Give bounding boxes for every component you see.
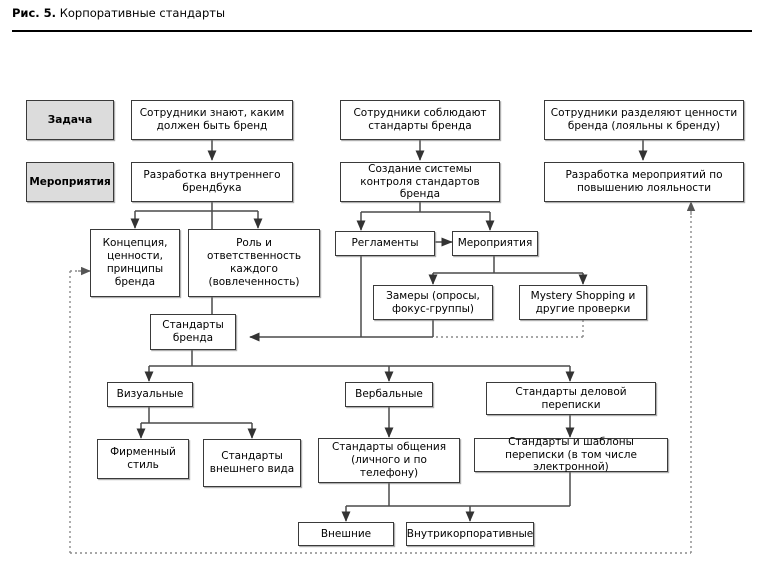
node-appearance-standards[interactable]: Стандарты внешнего вида bbox=[203, 439, 301, 487]
node-label: Внутрикорпоративные bbox=[406, 527, 534, 540]
row-label-task: Задача bbox=[26, 100, 114, 140]
node-activities[interactable]: Мероприятия bbox=[452, 231, 538, 256]
node-label: Стандарты деловой переписки bbox=[515, 385, 627, 411]
node-visual[interactable]: Визуальные bbox=[107, 382, 193, 407]
node-label: Вербальные bbox=[355, 388, 423, 401]
node-communication-standards[interactable]: Стандарты общения (личного и по телефону… bbox=[318, 438, 460, 483]
node-label: Стандарты внешнего вида bbox=[209, 450, 295, 475]
node-role-responsibility[interactable]: Роль и ответственность каждого (вовлечен… bbox=[188, 229, 320, 297]
node-create-control-system[interactable]: Создание системы контроля стандартов бре… bbox=[340, 162, 500, 202]
node-label: Замеры (опросы, фокус-группы) bbox=[386, 289, 480, 315]
row-label-activities: Мероприятия bbox=[26, 162, 114, 202]
node-correspondence-templates[interactable]: Стандарты и шаблоны переписки (в том чис… bbox=[474, 435, 668, 474]
figure-title: Корпоративные стандарты bbox=[59, 6, 226, 20]
node-label: Регламенты bbox=[351, 237, 419, 250]
node-label: Создание системы контроля стандартов бре… bbox=[360, 162, 480, 201]
node-label: Стандарты общения (личного и по телефону… bbox=[331, 441, 447, 479]
header-rule bbox=[12, 30, 752, 32]
node-employees-share-values[interactable]: Сотрудники разделяют ценности бренда (ло… bbox=[544, 100, 744, 140]
row-label-activities-text: Мероприятия bbox=[29, 175, 111, 188]
node-verbal[interactable]: Вербальные bbox=[345, 382, 433, 407]
node-label: Разработка внутреннего брендбука bbox=[143, 169, 281, 194]
node-label: Роль и ответственность каждого (вовлечен… bbox=[206, 236, 302, 289]
node-develop-loyalty-activities[interactable]: Разработка мероприятий по повышению лоял… bbox=[544, 162, 744, 202]
node-label: Сотрудники разделяют ценности бренда (ло… bbox=[550, 107, 738, 132]
node-label: Внешние bbox=[320, 527, 372, 540]
node-label: Фирменный стиль bbox=[110, 446, 176, 471]
node-label: Стандарты и шаблоны переписки (в том чис… bbox=[505, 435, 637, 474]
node-employees-know-brand[interactable]: Сотрудники знают, каким должен быть брен… bbox=[131, 100, 293, 140]
node-intracorporate[interactable]: Внутрикорпоративные bbox=[406, 522, 534, 546]
node-label: Концепция, ценности, принципы бренда bbox=[102, 236, 168, 289]
node-label: Визуальные bbox=[116, 388, 184, 401]
node-mystery-shopping[interactable]: Mystery Shopping и другие проверки bbox=[519, 285, 647, 320]
node-label: Стандарты бренда bbox=[162, 319, 224, 344]
figure-caption: Рис. 5. Корпоративные стандарты bbox=[12, 6, 225, 20]
node-label: Сотрудники знают, каким должен быть брен… bbox=[139, 107, 285, 132]
row-label-task-text: Задача bbox=[47, 113, 93, 126]
node-label: Разработка мероприятий по повышению лоял… bbox=[565, 169, 723, 194]
node-business-correspondence-standards[interactable]: Стандарты деловой переписки bbox=[486, 382, 656, 415]
node-employees-follow-standards[interactable]: Сотрудники соблюдают стандарты бренда bbox=[340, 100, 500, 140]
node-label: Сотрудники соблюдают стандарты бренда bbox=[353, 107, 487, 132]
node-brand-standards[interactable]: Стандарты бренда bbox=[150, 314, 236, 350]
node-regulations[interactable]: Регламенты bbox=[335, 231, 435, 256]
node-label: Мероприятия bbox=[457, 237, 533, 250]
figure-number: Рис. 5. bbox=[12, 6, 57, 20]
node-measurements[interactable]: Замеры (опросы, фокус-группы) bbox=[373, 285, 493, 320]
node-corporate-style[interactable]: Фирменный стиль bbox=[97, 439, 189, 479]
node-external[interactable]: Внешние bbox=[298, 522, 394, 546]
node-concept-values-principles[interactable]: Концепция, ценности, принципы бренда bbox=[90, 229, 180, 297]
node-develop-brandbook[interactable]: Разработка внутреннего брендбука bbox=[131, 162, 293, 202]
node-label: Mystery Shopping и другие проверки bbox=[530, 289, 636, 315]
